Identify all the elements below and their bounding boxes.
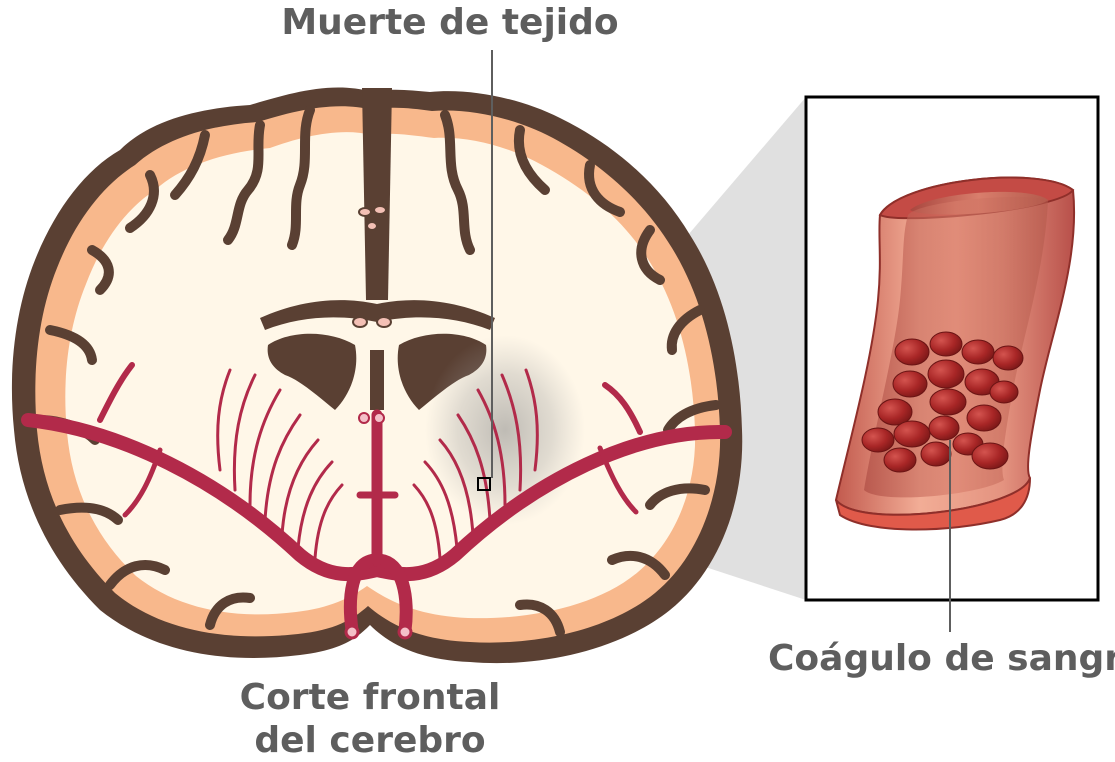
clot-cell xyxy=(929,416,959,440)
clot-cell xyxy=(921,442,951,466)
clot-cell xyxy=(893,371,927,397)
clot-cell xyxy=(930,389,966,415)
clot-cell xyxy=(862,428,894,452)
clot-cell xyxy=(990,381,1018,403)
brain-section-label-line1: Corte frontal xyxy=(160,676,580,719)
clot-cell xyxy=(895,339,929,365)
brain-section-label-line2: del cerebro xyxy=(160,719,580,762)
longitudinal-fissure xyxy=(362,88,392,300)
clot-cell xyxy=(928,360,964,388)
clot-cell xyxy=(993,346,1023,370)
clot-cell xyxy=(967,405,1001,431)
third-ventricle xyxy=(370,350,384,410)
tissue-death-label: Muerte de tejido xyxy=(0,2,900,43)
clot-cell xyxy=(894,421,930,447)
clot-cell xyxy=(962,340,994,364)
blood-clot-label: Coágulo de sangre xyxy=(768,638,1115,679)
brain-coronal-section xyxy=(12,88,742,664)
clot-cell xyxy=(930,332,962,356)
brain-section-label: Corte frontal del cerebro xyxy=(160,676,580,762)
clot-cell xyxy=(972,443,1008,469)
clot-cell xyxy=(884,448,916,472)
